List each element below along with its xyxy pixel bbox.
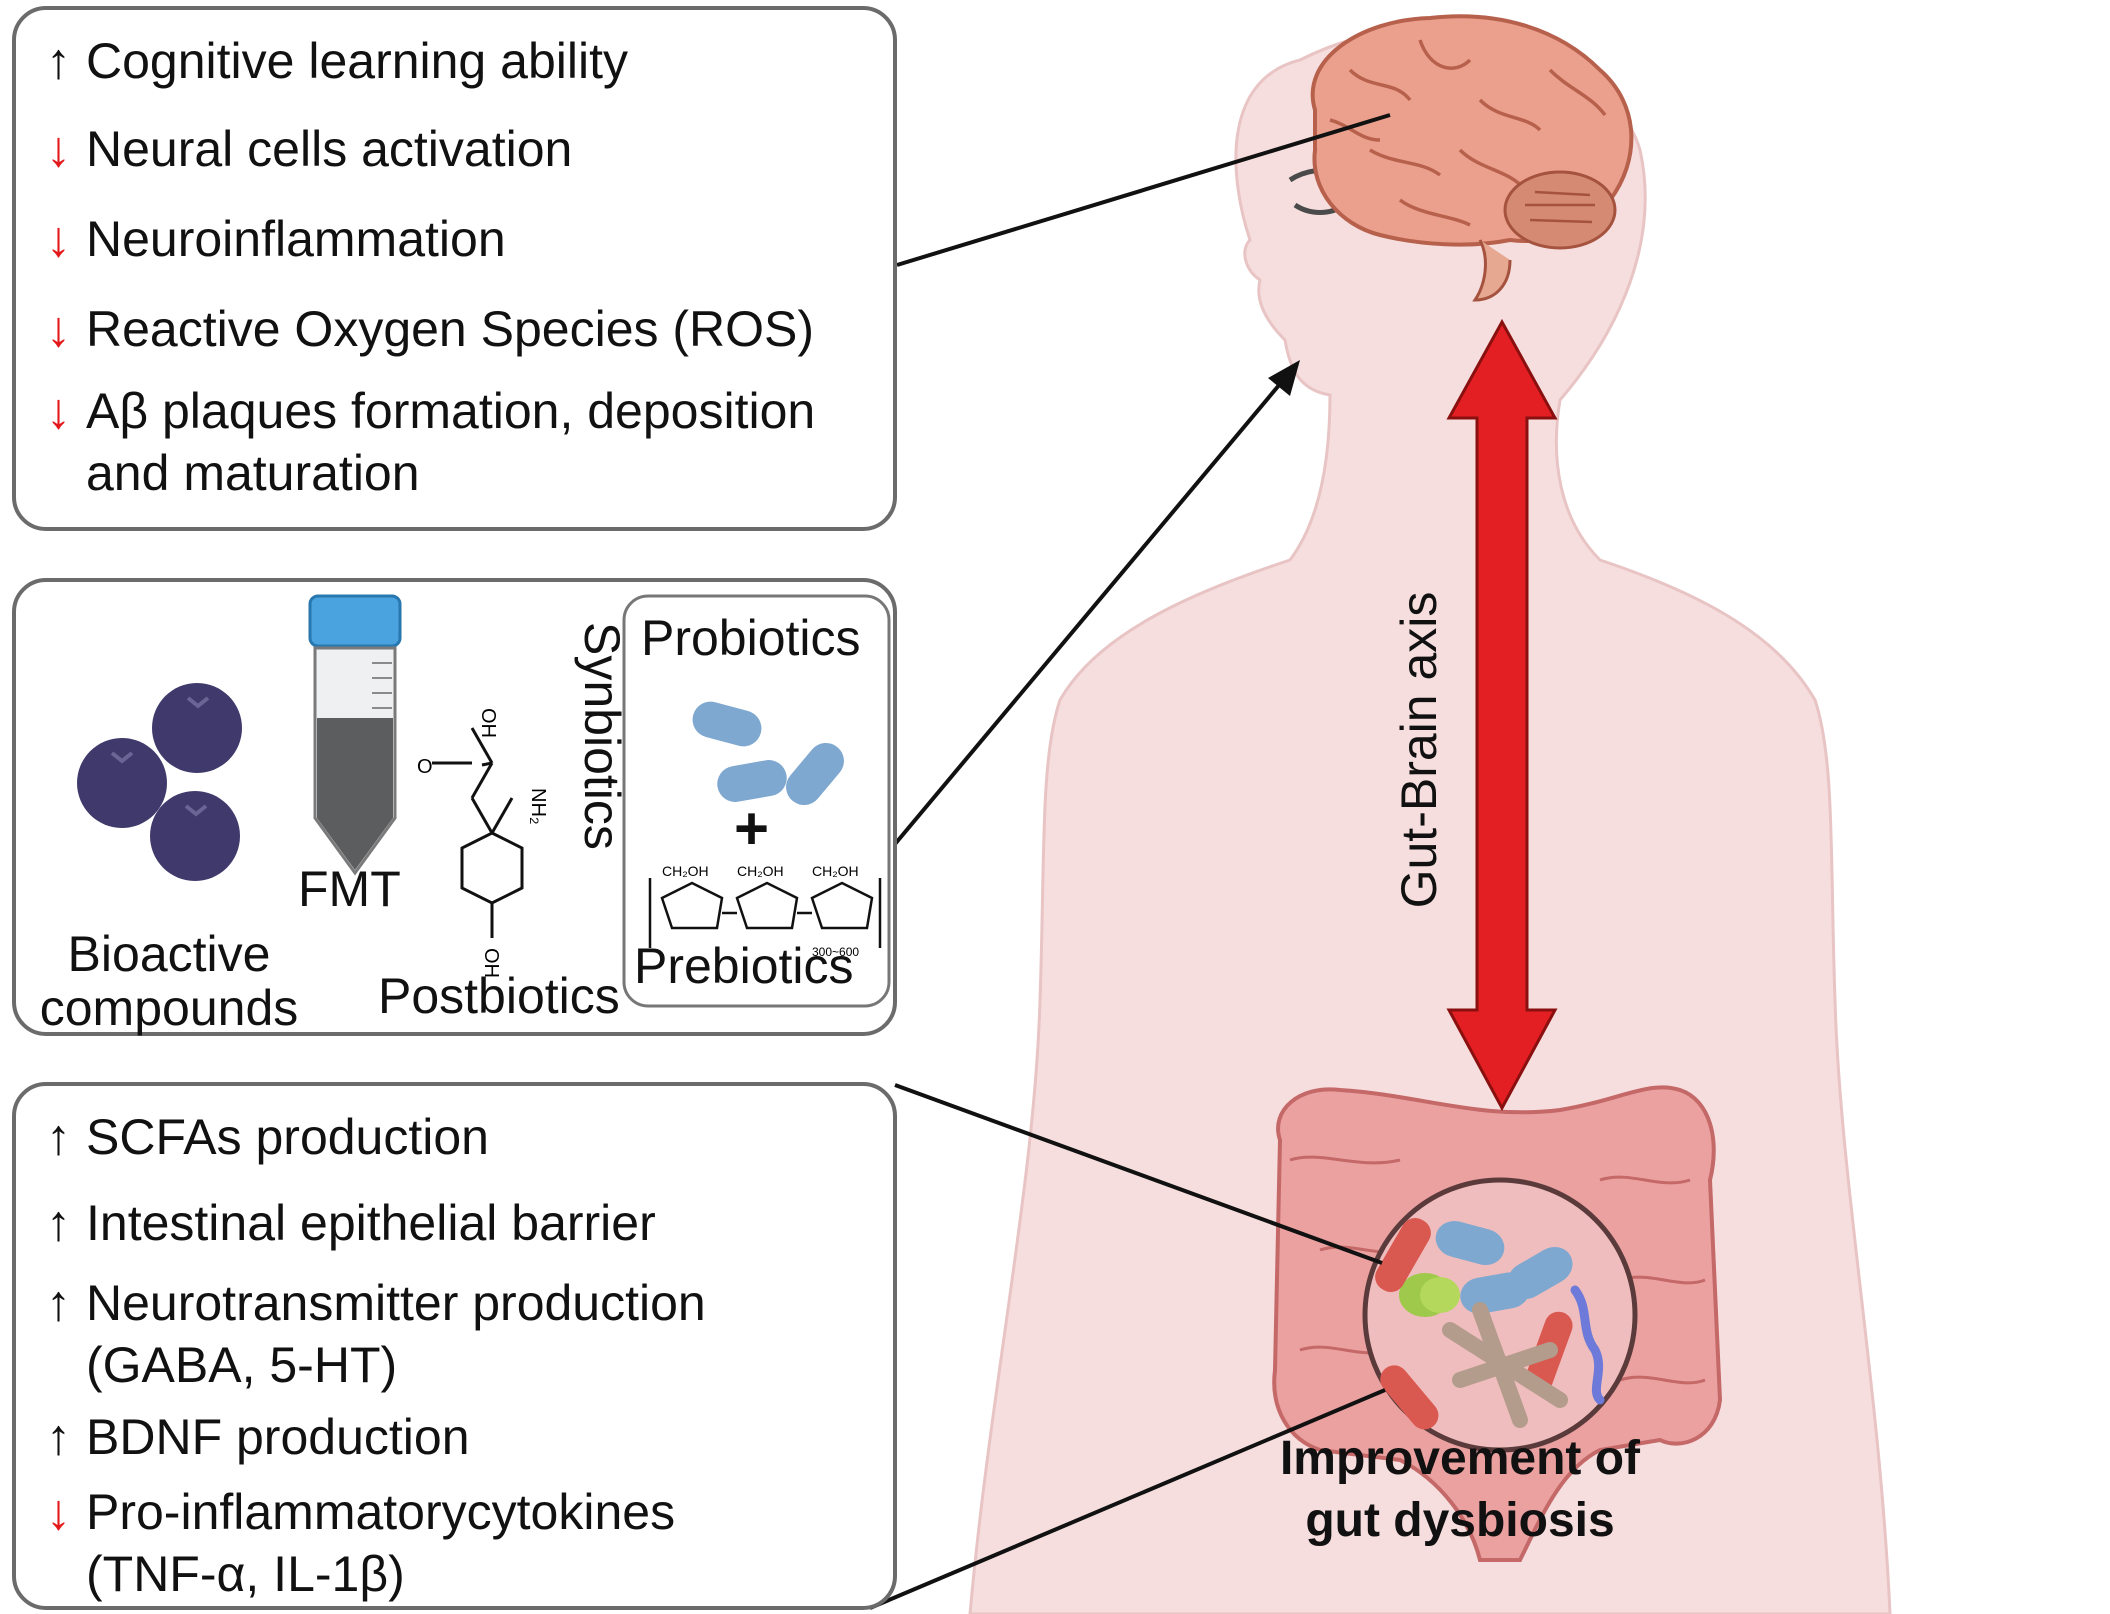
bacteria-icon xyxy=(692,701,844,806)
connector-arrowhead xyxy=(1268,360,1300,396)
chem-ch2oh-label-2: CH₂OH xyxy=(737,863,784,879)
effect-neuroinflammation: ↓ Neuroinflammation xyxy=(46,208,506,270)
down-arrow-icon: ↓ xyxy=(46,121,71,177)
effect-text-line2: and maturation xyxy=(86,445,420,501)
connector-top-box-to-brain xyxy=(896,113,1391,267)
polysaccharide-icon xyxy=(648,878,882,948)
chem-ch2oh-label-1: CH₂OH xyxy=(662,863,709,879)
connector-bottom-box-to-gut xyxy=(894,1083,1383,1265)
effect-scfas: ↑ SCFAs production xyxy=(46,1106,489,1168)
effect-text: Intestinal epithelial barrier xyxy=(86,1195,656,1251)
effect-text: Neuroinflammation xyxy=(86,211,506,267)
chem-oh-label: OH xyxy=(477,708,499,738)
gut-effects-box: ↑ SCFAs production ↑ Intestinal epithelial… xyxy=(12,1082,897,1610)
effect-text: Neural cells activation xyxy=(86,121,573,177)
chem-range-label: 300~600 xyxy=(812,945,859,959)
microbiome-circle xyxy=(1362,1177,1638,1453)
effect-cognitive-learning: ↑ Cognitive learning ability xyxy=(46,30,628,92)
prebiotics-label: Prebiotics xyxy=(634,938,854,994)
gut-brain-axis-label: Gut-Brain axis xyxy=(1391,591,1447,909)
effect-text-line2: (GABA, 5-HT) xyxy=(86,1337,398,1393)
down-arrow-icon: ↓ xyxy=(46,301,71,357)
bioactive-line2: compounds xyxy=(39,980,299,1036)
up-arrow-icon: ↑ xyxy=(46,33,71,89)
chem-nh2-label: NH₂ xyxy=(527,788,549,825)
chemical-structure-icon xyxy=(432,727,524,938)
down-arrow-icon: ↓ xyxy=(46,211,71,267)
fmt-label: FMT xyxy=(298,861,401,917)
brain-illustration xyxy=(1310,14,1634,302)
effect-barrier: ↑ Intestinal epithelial barrier xyxy=(46,1192,656,1254)
connector-middle-box-to-head xyxy=(888,376,1287,852)
gut-label-line2: gut dysbiosis xyxy=(1305,1494,1615,1547)
intestines-illustration xyxy=(1272,1085,1723,1562)
effect-text: Cognitive learning ability xyxy=(86,33,628,89)
effect-ros: ↓ Reactive Oxygen Species (ROS) xyxy=(46,298,814,360)
effect-text: SCFAs production xyxy=(86,1109,489,1165)
effect-abeta-plaques: ↓ Aβ plaques formation, deposition and m… xyxy=(46,380,815,504)
connector-bottom-box-to-gut-lower xyxy=(869,1388,1386,1610)
interventions-box: OH O NH₂ OH CH₂OH CH₂OH xyxy=(12,578,897,1036)
effect-text-line2: (TNF-α, IL-1β) xyxy=(86,1546,405,1602)
postbiotics-label: Postbiotics xyxy=(378,968,620,1024)
bioactive-label: Bioactive compounds xyxy=(24,927,314,1035)
effect-text-line1: Pro-inflammatorycytokines xyxy=(86,1484,676,1540)
plus-sign: + xyxy=(734,795,770,862)
up-arrow-icon: ↑ xyxy=(46,1195,71,1251)
effect-text-line1: Aβ plaques formation, deposition xyxy=(86,383,816,439)
up-arrow-icon: ↑ xyxy=(46,1409,71,1465)
blueberry-icon xyxy=(77,683,242,881)
down-arrow-icon: ↓ xyxy=(46,1484,71,1540)
brain-effects-box: ↑ Cognitive learning ability ↓ Neural cell… xyxy=(12,6,897,531)
chem-oh2-label: OH xyxy=(480,948,502,978)
down-arrow-icon: ↓ xyxy=(46,383,71,439)
up-arrow-icon: ↑ xyxy=(46,1275,71,1331)
up-arrow-icon: ↑ xyxy=(46,1109,71,1165)
bioactive-line1: Bioactive xyxy=(67,926,271,982)
effect-neurotransmitter: ↑ Neurotransmitter production (GABA, 5-H… xyxy=(46,1272,706,1396)
effect-text-line1: Neurotransmitter production xyxy=(86,1275,706,1331)
gut-label-line1: Improvement of xyxy=(1279,1432,1641,1485)
effect-bdnf: ↑ BDNF production xyxy=(46,1406,470,1468)
effect-cytokines: ↓ Pro-inflammatorycytokines (TNF-α, IL-1… xyxy=(46,1481,675,1605)
synbiotics-frame xyxy=(622,594,891,1008)
falcon-tube-icon xyxy=(308,594,402,876)
effect-text: Reactive Oxygen Species (ROS) xyxy=(86,301,815,357)
effect-neural-cells: ↓ Neural cells activation xyxy=(46,118,572,180)
gut-brain-axis-arrow xyxy=(1446,318,1558,1112)
chem-o-label: O xyxy=(417,756,433,778)
gut-improvement-label: Improvement of gut dysbiosis xyxy=(1235,1428,1685,1552)
interventions-illustration: OH O NH₂ OH CH₂OH CH₂OH xyxy=(77,594,891,1008)
probiotics-label: Probiotics xyxy=(641,610,861,666)
effect-text: BDNF production xyxy=(86,1409,470,1465)
chem-ch2oh-label-3: CH₂OH xyxy=(812,863,859,879)
synbiotics-label: Synbiotics xyxy=(574,622,630,850)
